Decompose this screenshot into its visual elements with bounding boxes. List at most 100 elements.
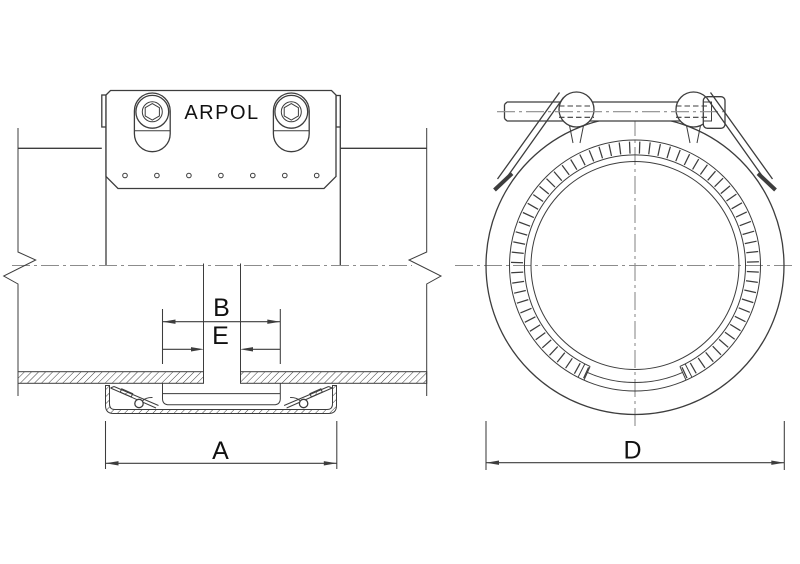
grip-band-end-marks [577,363,693,381]
end-view: D [455,91,792,470]
lug-connectors [569,125,701,144]
serration-tick [705,352,714,363]
grip-band-serrations [510,141,759,379]
dim-label-a: A [212,437,229,465]
serration-tick [608,144,613,157]
serration-tick [532,194,544,203]
serration-tick [511,271,524,274]
serration-tick [741,298,754,304]
serration-tick [513,289,526,294]
grip-band-inner-arc [524,154,746,367]
pipe-bore-circle [530,161,740,370]
serration-tick [699,164,708,175]
grip-band-outer-circle [509,139,761,392]
serration-tick [742,230,755,236]
serration-tick [583,367,590,379]
serration-tick [648,142,651,155]
serration-tick [745,280,758,284]
serration-tick [735,211,748,218]
serration-tick [588,150,595,162]
side-view: ARPOL B E [2,89,443,469]
serration-tick [744,289,757,294]
serration-tick [628,141,631,154]
serration-tick [707,170,716,181]
hex-bolt-head-right [283,103,299,121]
serration-tick [518,221,531,227]
serration-tick [561,164,570,176]
serration-tick [718,338,729,348]
serration-tick [683,153,691,166]
serration-tick [516,299,529,304]
gasket-section [110,383,333,409]
dimension-e: E [162,322,281,352]
pipe-wall-section-right [240,371,428,384]
pipe-wall-section-left [17,371,204,384]
dimension-a: A [104,421,338,469]
serration-tick [712,345,722,356]
bolt-thread-hidden-lines [559,105,710,118]
bolt-nut [702,96,726,129]
serration-tick [573,362,581,375]
serration-tick [546,178,556,188]
serration-tick [541,339,552,349]
serration-tick [598,146,604,159]
serration-tick [689,362,697,374]
serration-tick [565,357,573,369]
channel-section [105,385,337,414]
serration-tick [570,159,578,171]
serration-tick [738,307,751,313]
dimension-b: B [161,294,281,364]
serration-tick [746,270,759,273]
serration-tick [720,185,731,195]
serration-tick [515,231,528,236]
serration-tick [746,250,759,254]
serration-tick [681,366,688,379]
pipe-outer-arc [587,371,683,383]
serration-tick [726,193,737,202]
serration-tick [535,332,546,341]
serration-tick [739,220,752,227]
serration-tick [520,307,532,314]
serration-tick [511,251,524,255]
hex-bolt-head-left [144,103,160,121]
serration-tick [657,143,662,157]
serration-tick [724,331,736,340]
serration-tick [714,177,724,188]
tension-straps [493,92,777,192]
serration-tick [692,158,700,170]
brand-text: ARPOL [184,102,259,124]
dim-label-d: D [623,437,641,465]
serration-tick [618,142,622,155]
serration-tick [529,324,541,332]
rivet-holes [122,172,320,179]
gasket-center-band [162,383,281,406]
trunnion-left [558,91,595,128]
strap-anchor-left [493,172,514,192]
serration-tick [729,323,741,332]
serration-tick [512,280,525,284]
serration-tick [524,316,536,323]
strap-anchor-right [756,172,777,192]
serration-tick [513,241,526,245]
serration-tick [527,202,539,210]
pipe-break-left [2,128,37,396]
serration-tick [675,149,681,162]
pipe-end-faces [203,263,241,372]
serration-tick [734,315,746,323]
bolt-lug-right [272,92,310,153]
pipe-break-right [407,128,443,396]
dimension-d: D [485,421,785,470]
serration-tick [697,357,706,369]
serration-tick [522,211,535,219]
serration-tick [731,202,743,210]
serration-tick [539,185,550,195]
serration-tick [549,346,559,356]
serration-tick [553,171,563,182]
serration-tick [579,154,586,166]
serration-tick [556,352,566,363]
bolt-lug-left [133,92,171,153]
dim-label-b: B [213,294,230,322]
serration-tick [744,240,757,245]
